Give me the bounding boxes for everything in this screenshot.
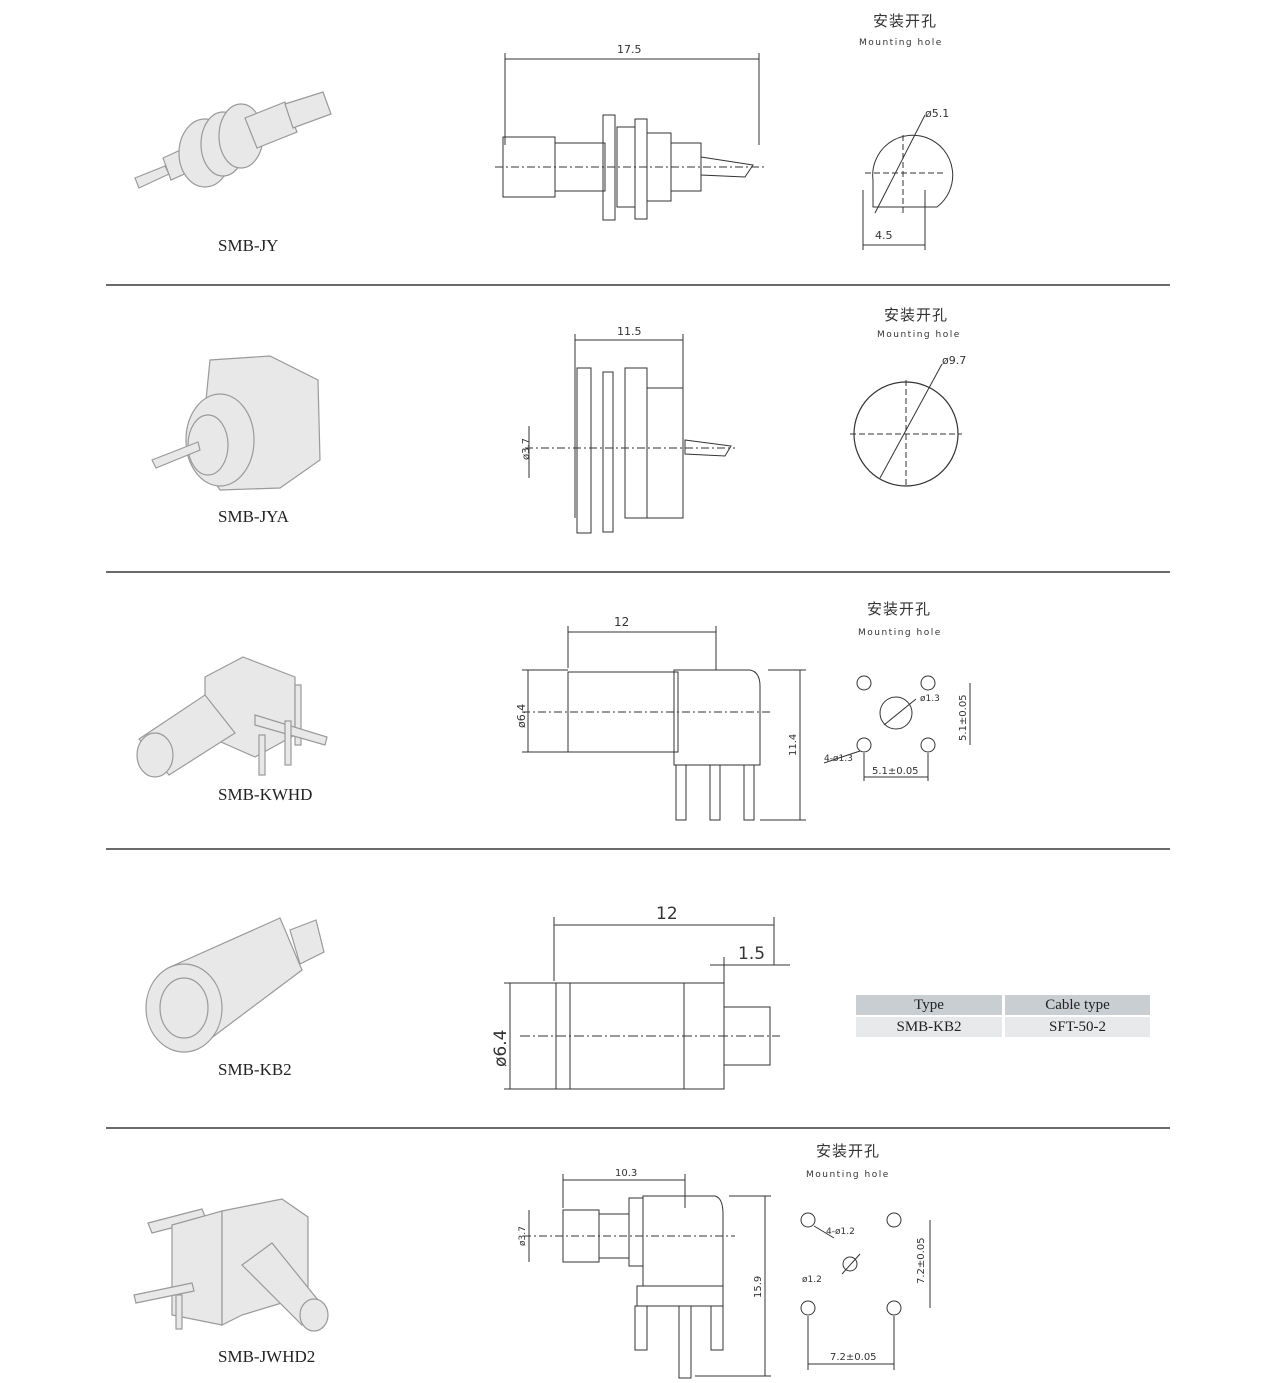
dim-spacing-h: 5.1±0.05 xyxy=(872,766,919,777)
connector-photo-smb-jy xyxy=(134,91,332,189)
drawing-side-smb-kwhd: 12 ø6.4 11.4 xyxy=(515,615,806,821)
section-divider xyxy=(106,284,1170,286)
dim-length: 17.5 xyxy=(617,43,642,56)
mounting-hole-title-cn: 安装开孔 xyxy=(884,306,949,324)
mounting-hole-title-en: Mounting hole xyxy=(806,1170,890,1180)
drawing-hole-smb-jy: ø5.1 4.5 xyxy=(862,107,954,250)
dim-spacing-v: 7.2±0.05 xyxy=(916,1237,927,1284)
dim-spacing-h: 7.2±0.05 xyxy=(830,1352,877,1363)
table-cell-type: SMB-KB2 xyxy=(856,1017,1002,1037)
dim-hole-flat: 4.5 xyxy=(875,229,893,242)
connector-photo-smb-kwhd xyxy=(136,656,328,778)
mounting-hole-title-cn: 安装开孔 xyxy=(873,12,938,30)
dim-dia: ø3.7 xyxy=(518,1226,528,1246)
model-label: SMB-JYA xyxy=(218,507,289,526)
model-label: SMB-KB2 xyxy=(218,1060,292,1079)
mounting-hole-title-en: Mounting hole xyxy=(858,628,942,638)
dim-tail: 1.5 xyxy=(738,944,765,964)
dim-pin-hole: ø1.3 xyxy=(920,694,940,704)
dim-pin-count: 4-ø1.3 xyxy=(824,754,853,764)
dim-length: 12 xyxy=(614,615,629,629)
mounting-hole-title-cn: 安装开孔 xyxy=(867,600,932,618)
connector-photo-smb-jya xyxy=(151,355,321,491)
dim-height: 15.9 xyxy=(753,1276,764,1298)
table-row: SMB-KB2 SFT-50-2 xyxy=(856,1017,1150,1037)
table-header-cable-type: Cable type xyxy=(1005,995,1150,1015)
drawing-side-smb-jya: 11.5 ø3.7 xyxy=(521,325,735,534)
connector-photo-smb-jwhd2 xyxy=(133,1198,329,1332)
table-header-type: Type xyxy=(856,995,1002,1015)
dim-pin-count: 4-ø1.2 xyxy=(826,1227,855,1237)
drawing-side-smb-jwhd2: 10.3 ø3.7 15.9 xyxy=(518,1168,771,1379)
type-cable-table: Type Cable type SMB-KB2 SFT-50-2 xyxy=(853,993,1153,1039)
table-cell-cable-type: SFT-50-2 xyxy=(1005,1017,1150,1037)
section-divider xyxy=(106,1127,1170,1129)
connector-photo-smb-kb2 xyxy=(145,917,325,1053)
model-label: SMB-JY xyxy=(218,236,279,255)
drawing-hole-smb-kwhd: ø1.3 4-ø1.3 5.1±0.05 5.1±0.05 xyxy=(823,675,971,781)
mounting-hole-title-en: Mounting hole xyxy=(859,38,943,48)
model-label: SMB-KWHD xyxy=(218,785,313,804)
drawing-side-smb-jy: 17.5 xyxy=(495,43,765,221)
drawing-side-smb-kb2: 12 1.5 ø6.4 xyxy=(491,904,790,1090)
section-divider xyxy=(106,571,1170,573)
dim-center-hole: ø1.2 xyxy=(802,1275,822,1285)
model-label: SMB-JWHD2 xyxy=(218,1347,316,1366)
mounting-hole-title-en: Mounting hole xyxy=(877,330,961,340)
drawing-hole-smb-jwhd2: 4-ø1.2 ø1.2 7.2±0.05 7.2±0.05 xyxy=(800,1212,931,1370)
section-divider xyxy=(106,848,1170,850)
dim-length: 11.5 xyxy=(617,325,642,338)
mounting-hole-title-cn: 安装开孔 xyxy=(816,1142,881,1160)
drawing-hole-smb-jya: ø9.7 xyxy=(850,354,966,488)
dim-spacing-v: 5.1±0.05 xyxy=(958,694,969,741)
dim-hole-dia: ø9.7 xyxy=(942,354,966,367)
dim-dia: ø6.4 xyxy=(515,704,528,728)
dim-height: 11.4 xyxy=(788,734,799,756)
dim-length: 10.3 xyxy=(615,1168,637,1179)
dim-hole-dia: ø5.1 xyxy=(925,107,949,120)
dim-dia: ø6.4 xyxy=(491,1030,511,1067)
dim-dia: ø3.7 xyxy=(521,438,532,460)
dim-length: 12 xyxy=(656,904,678,924)
